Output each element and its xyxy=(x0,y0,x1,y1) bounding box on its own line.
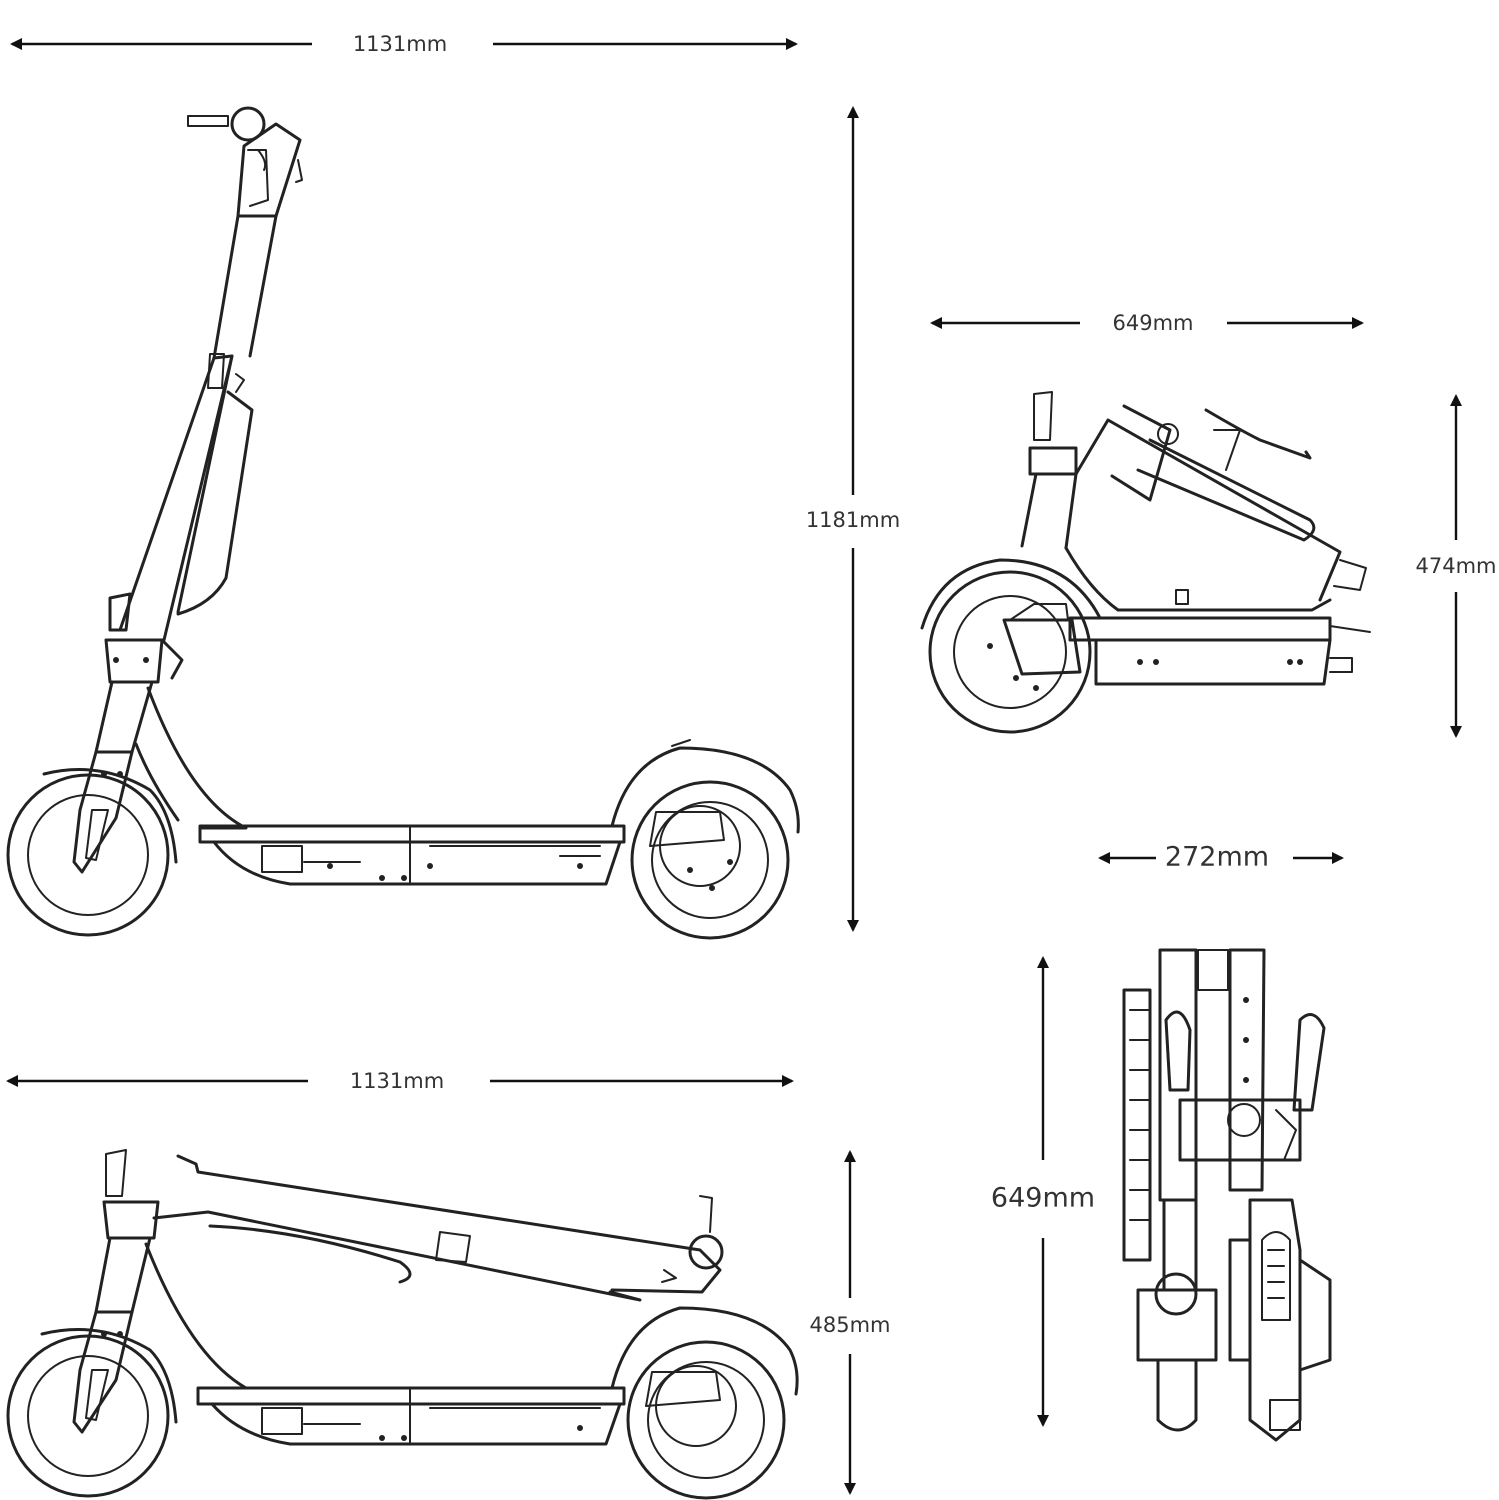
label-folded-height: 485mm xyxy=(810,1313,891,1337)
dim-top-view-width: 272mm xyxy=(1098,842,1344,873)
dim-unfolded-height: 1181mm xyxy=(806,106,900,932)
dim-folded-length: 1131mm xyxy=(6,1069,794,1093)
label-unfolded-height: 1181mm xyxy=(806,508,900,532)
folded-scooter-drawing xyxy=(6,1149,799,1500)
label-folded-length: 1131mm xyxy=(350,1069,444,1093)
label-top-view-width: 272mm xyxy=(1165,842,1269,873)
folded-side-drawing xyxy=(920,391,1371,734)
dim-top-view-length: 649mm xyxy=(991,956,1095,1427)
dim-folded-side-length: 649mm xyxy=(930,311,1364,335)
label-unfolded-length: 1131mm xyxy=(353,32,447,56)
label-top-view-length: 649mm xyxy=(991,1183,1095,1214)
label-folded-side-length: 649mm xyxy=(1113,311,1194,335)
dim-folded-side-height: 474mm xyxy=(1416,394,1497,738)
label-folded-side-height: 474mm xyxy=(1416,554,1497,578)
dim-folded-height: 485mm xyxy=(810,1150,891,1495)
top-view-drawing xyxy=(1122,948,1332,1442)
unfolded-scooter-drawing xyxy=(6,106,800,940)
dim-unfolded-length: 1131mm xyxy=(10,32,798,56)
